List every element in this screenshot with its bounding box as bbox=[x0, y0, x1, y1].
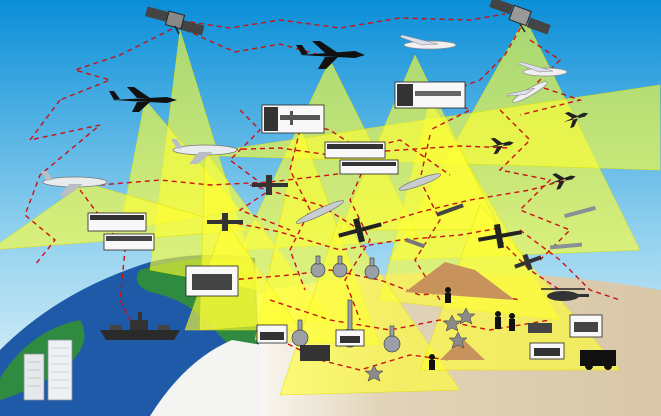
jet-left bbox=[109, 87, 177, 112]
link-vertical-1 bbox=[344, 164, 371, 321]
awacs-aircraft bbox=[171, 139, 238, 164]
star-2 bbox=[456, 307, 476, 325]
uav-global-hawk-2 bbox=[518, 61, 568, 77]
satellite-right bbox=[489, 0, 551, 35]
uav-photo-3 bbox=[324, 141, 386, 159]
missile-small bbox=[404, 237, 426, 249]
star-sensors bbox=[364, 307, 476, 382]
pile-front bbox=[440, 338, 485, 360]
buildings bbox=[23, 339, 73, 401]
sensor-3 bbox=[364, 257, 380, 280]
uav-silver-1 bbox=[296, 200, 344, 224]
ground-station-photo bbox=[185, 265, 239, 297]
link-awacs-horizontal bbox=[214, 145, 511, 156]
link-left-zig bbox=[24, 99, 101, 266]
star-1 bbox=[442, 314, 462, 332]
uav-predator-1 bbox=[252, 175, 288, 195]
airliner-left bbox=[41, 171, 108, 196]
vehicle-right-1 bbox=[528, 323, 552, 333]
warship bbox=[100, 312, 180, 340]
uav-global-hawk bbox=[399, 34, 457, 50]
ground-vehicles bbox=[256, 314, 616, 370]
uav-photo-4 bbox=[339, 159, 399, 175]
fighter-3 bbox=[550, 173, 576, 190]
link-vertical-3 bbox=[289, 129, 311, 291]
link-sat-jet bbox=[59, 24, 181, 101]
star-3 bbox=[448, 331, 468, 349]
uav-predator-2 bbox=[207, 213, 243, 231]
sensor-1 bbox=[310, 255, 326, 278]
link-sat-sat bbox=[189, 13, 506, 29]
link-vertical-2 bbox=[414, 134, 441, 301]
uav-silver-2 bbox=[398, 173, 442, 191]
vehicle-left-2 bbox=[300, 345, 330, 361]
uav-predator-3 bbox=[338, 217, 382, 243]
uav-global-hawk-3 bbox=[506, 81, 548, 103]
terrain-piles bbox=[405, 262, 515, 360]
earth-white-land bbox=[150, 340, 262, 416]
uav-predator-4 bbox=[477, 223, 523, 249]
pile-main bbox=[405, 262, 515, 300]
uav-small-1 bbox=[436, 203, 464, 217]
link-mid-cross-2 bbox=[228, 109, 291, 231]
uav-predator-5 bbox=[514, 253, 542, 271]
uav-photo-2 bbox=[394, 81, 466, 109]
helicopter bbox=[541, 288, 589, 301]
bomber-jet bbox=[296, 41, 365, 69]
link-predator-net-2 bbox=[219, 219, 501, 251]
sensor-5 bbox=[383, 325, 401, 353]
cruise-missile-2 bbox=[549, 242, 583, 250]
link-predator-net bbox=[249, 179, 566, 231]
uav-photo-1 bbox=[261, 104, 325, 134]
sensor-2 bbox=[332, 255, 348, 278]
link-heli bbox=[499, 239, 561, 291]
coverage-cones bbox=[0, 17, 661, 396]
uav-photo-6 bbox=[103, 233, 155, 251]
uav-photo-5 bbox=[87, 212, 147, 232]
link-down-right bbox=[519, 229, 621, 301]
link-right-side bbox=[519, 39, 583, 116]
soldiers bbox=[429, 287, 515, 370]
link-right-column bbox=[498, 109, 572, 261]
cruise-missile-1 bbox=[564, 205, 596, 219]
star-4 bbox=[364, 364, 384, 382]
fighter-1 bbox=[563, 111, 589, 129]
fighter-2 bbox=[488, 137, 514, 155]
satellite-left bbox=[144, 6, 205, 36]
